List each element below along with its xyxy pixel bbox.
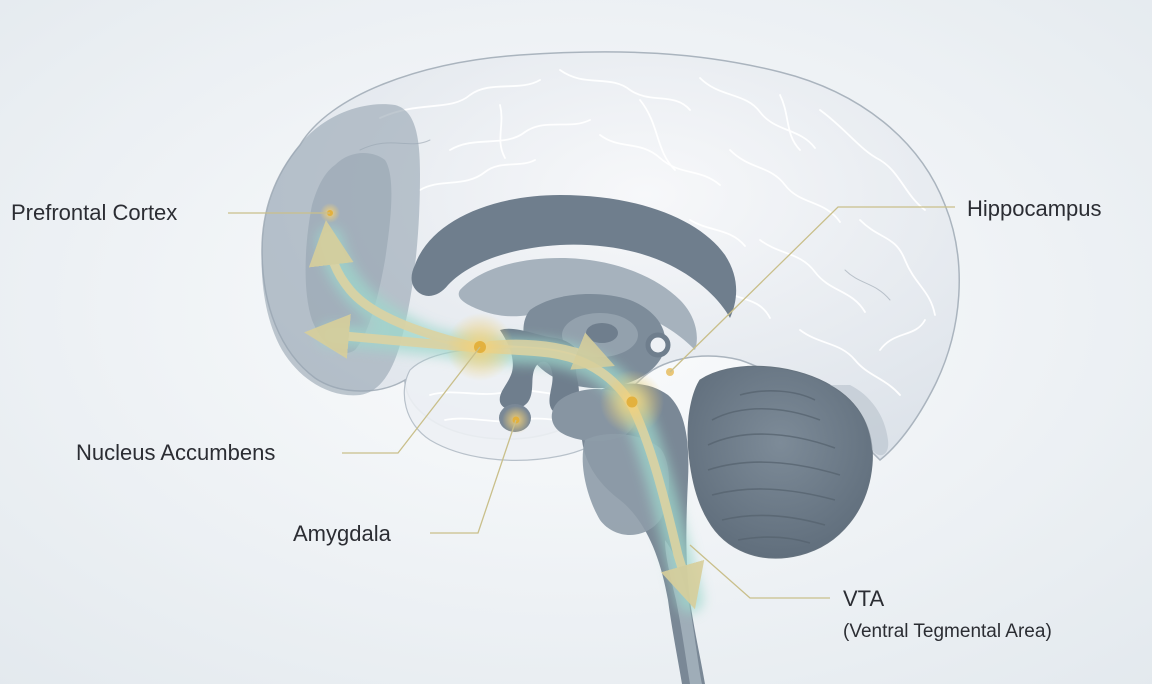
leader-lines bbox=[228, 206, 955, 599]
vta-descending bbox=[625, 397, 705, 610]
label-prefrontal-cortex: Prefrontal Cortex bbox=[11, 200, 177, 225]
corpus-callosum bbox=[411, 195, 737, 318]
leader-nucleus-accumbens bbox=[342, 346, 481, 454]
cerebellum bbox=[687, 365, 873, 559]
node-vta bbox=[600, 370, 664, 434]
leader-vta bbox=[689, 544, 830, 599]
hippocampus-loop bbox=[645, 332, 671, 358]
thalamus-center bbox=[586, 323, 618, 343]
cerebellum-folia bbox=[707, 390, 841, 544]
label-hippocampus: Hippocampus bbox=[967, 196, 1102, 221]
label-vta-full: (Ventral Tegmental Area) bbox=[843, 621, 1052, 642]
label-nucleus-accumbens: Nucleus Accumbens bbox=[76, 440, 275, 465]
leader-hippocampus bbox=[669, 206, 955, 373]
label-amygdala: Amygdala bbox=[293, 521, 392, 546]
cerebellum-shadow bbox=[830, 385, 889, 456]
mesocortical-pathway bbox=[308, 220, 483, 353]
leader-amygdala bbox=[430, 419, 517, 534]
label-vta: VTA bbox=[843, 586, 884, 611]
